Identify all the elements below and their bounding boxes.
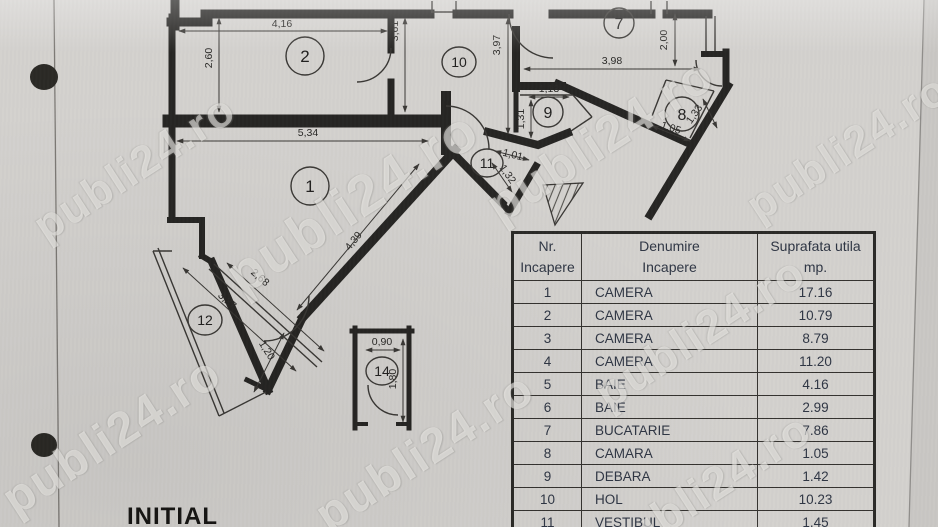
cell-area: 7.86	[757, 418, 875, 442]
dim-label: 3,61	[389, 21, 401, 42]
svg-text:10: 10	[451, 54, 467, 70]
cell-nr: 1	[512, 280, 582, 304]
dim-label: 3,97	[491, 35, 503, 56]
svg-text:1: 1	[305, 177, 314, 196]
cell-name: BUCATARIE	[581, 418, 758, 442]
cell-area: 11.20	[757, 349, 875, 373]
room-label-11: 11	[470, 148, 504, 178]
cell-name: BAIE	[581, 395, 758, 419]
dim-label: 3,98	[602, 55, 623, 67]
cell-area: 10.79	[757, 303, 875, 327]
cell-name: CAMERA	[581, 349, 758, 373]
cell-area: 8.79	[757, 326, 875, 350]
paper-left-edge	[53, 0, 60, 527]
room-label-7: 7	[603, 7, 635, 39]
cell-nr: 9	[512, 464, 582, 488]
dim-label: 1,13	[539, 83, 560, 95]
dim-label: 1,20	[256, 339, 277, 363]
svg-text:2: 2	[300, 47, 309, 66]
paper-right-edge	[908, 0, 925, 527]
walls	[152, 0, 734, 431]
dim-label: 1,80	[387, 369, 399, 390]
dim-label: 0,90	[372, 336, 393, 348]
cell-nr: 10	[512, 487, 582, 511]
dim-label: 5,34	[298, 127, 319, 139]
cell-name: DEBARA	[581, 464, 758, 488]
cell-nr: 11	[512, 510, 582, 527]
dim-label: 4,16	[272, 18, 293, 30]
cell-area: 1.42	[757, 464, 875, 488]
room-label-2: 2	[285, 36, 325, 76]
dim-label: 1,01	[501, 147, 524, 164]
cell-nr: 8	[512, 441, 582, 465]
scan-artifacts	[30, 0, 938, 527]
cell-area: 4.16	[757, 372, 875, 396]
cell-area: 17.16	[757, 280, 875, 304]
room-label-9: 9	[532, 96, 564, 128]
dim-label: 2,60	[203, 48, 215, 69]
cell-area: 10.23	[757, 487, 875, 511]
dim-label: 2,00	[658, 30, 670, 51]
hatched-triangle-symbol	[542, 182, 585, 227]
cell-nr: 7	[512, 418, 582, 442]
cell-nr: 3	[512, 326, 582, 350]
cell-nr: 5	[512, 372, 582, 396]
svg-text:8: 8	[678, 107, 687, 124]
svg-text:12: 12	[197, 312, 213, 328]
cell-name: HOL	[581, 487, 758, 511]
hole-punch-top	[30, 64, 58, 90]
cell-name: CAMERA	[581, 280, 758, 304]
cell-nr: 4	[512, 349, 582, 373]
room-label-14: 14	[365, 356, 399, 386]
room-labels: 1 2 7 8 9 10 1	[187, 7, 700, 386]
cell-name: CAMERA	[581, 326, 758, 350]
svg-text:14: 14	[374, 363, 390, 379]
paper-right-margin	[909, 0, 938, 527]
initial-label: INITIAL	[127, 503, 218, 527]
cell-area: 1.45	[757, 510, 875, 527]
cell-name: CAMARA	[581, 441, 758, 465]
cell-nr: 2	[512, 303, 582, 327]
dim-label: 1,31	[515, 109, 527, 130]
cell-area: 2.99	[757, 395, 875, 419]
room-label-12: 12	[187, 304, 223, 336]
cell-name: BAIE	[581, 372, 758, 396]
svg-text:9: 9	[544, 105, 553, 122]
cell-nr: 6	[512, 395, 582, 419]
cell-area: 1.05	[757, 441, 875, 465]
svg-text:7: 7	[615, 16, 624, 33]
room-label-1: 1	[290, 166, 330, 206]
svg-text:11: 11	[480, 155, 495, 171]
cell-name: VESTIBUL	[581, 510, 758, 527]
dimension-lines	[176, 13, 718, 423]
hole-punch-bottom	[31, 433, 57, 457]
cell-name: CAMERA	[581, 303, 758, 327]
room-label-10: 10	[441, 46, 477, 78]
room-label-8: 8	[664, 96, 700, 132]
header-nr-incapere: Nr.Incapere	[512, 232, 582, 281]
